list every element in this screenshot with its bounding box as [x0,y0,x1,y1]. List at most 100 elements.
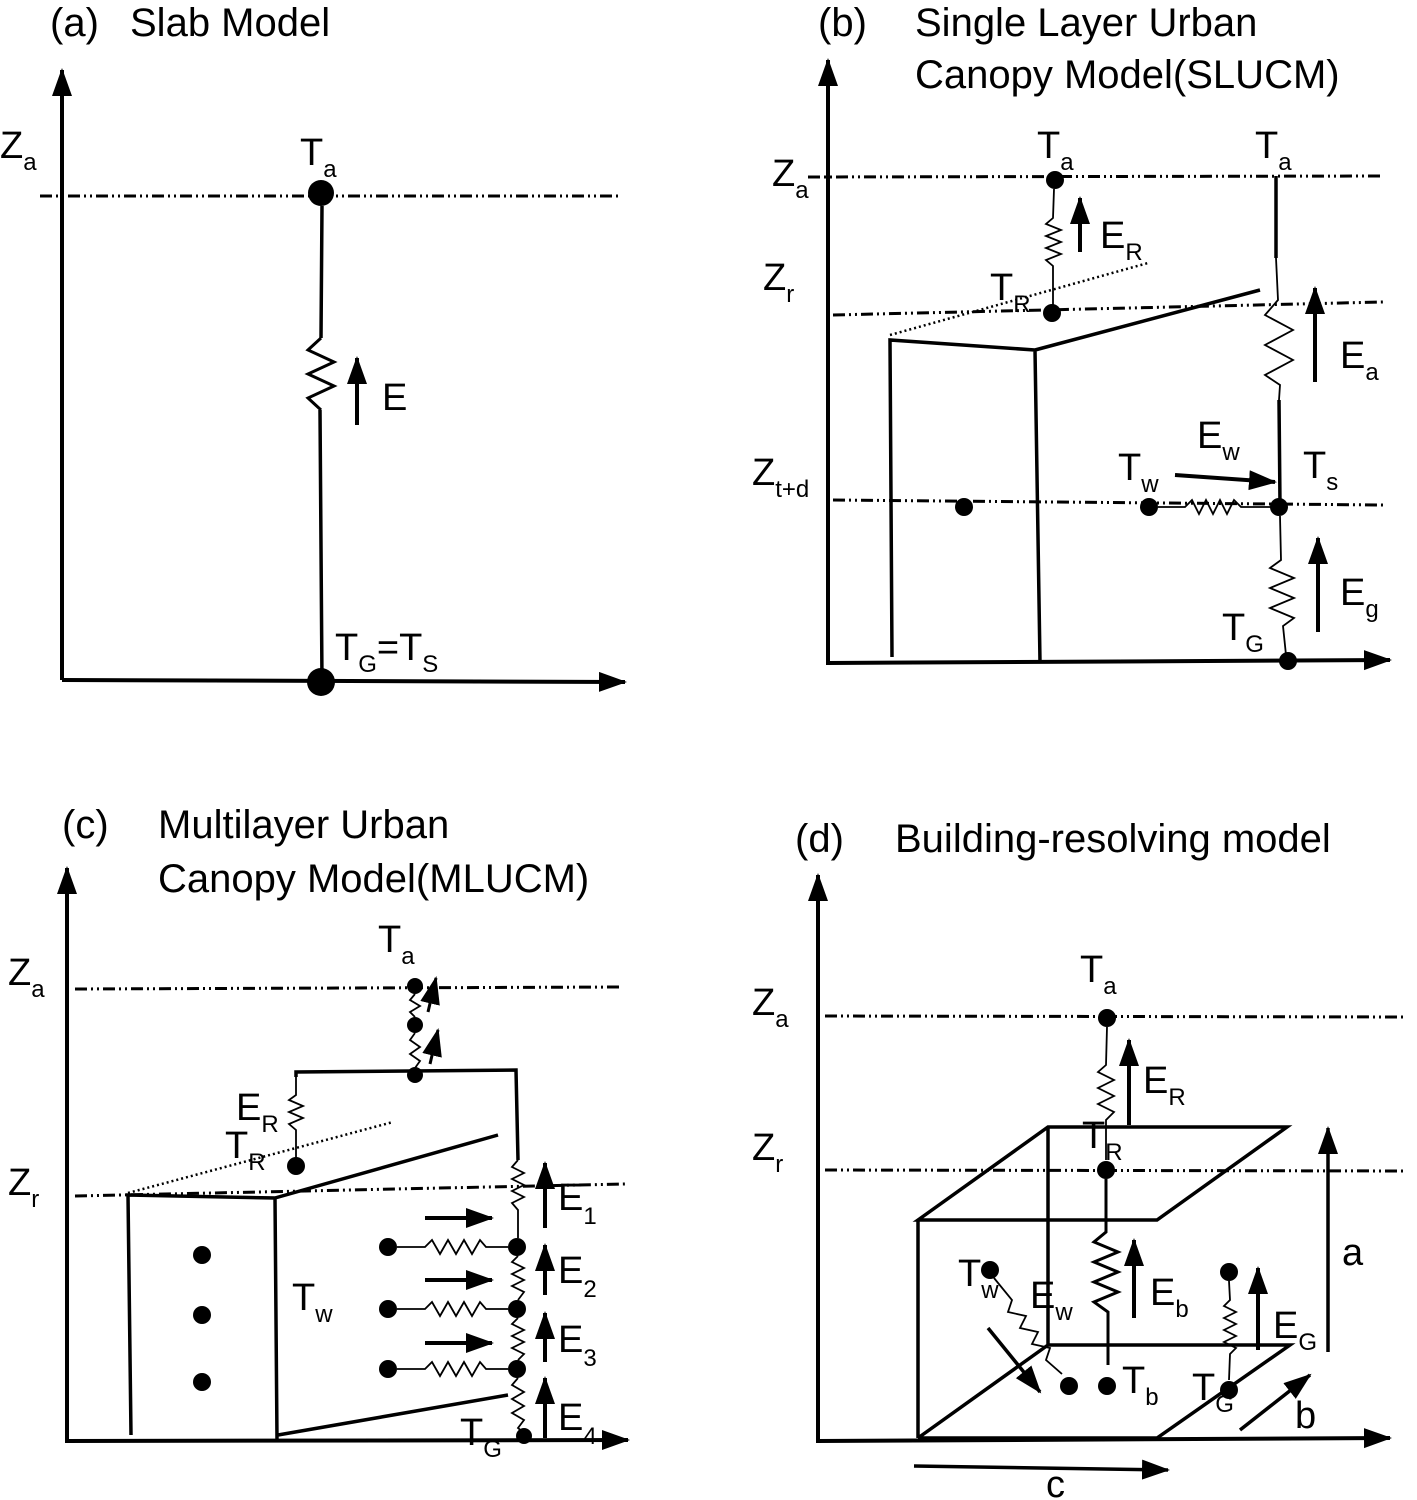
panel-d-tb-label: Tb [1122,1360,1159,1411]
panel-b-eg-label: Eg [1340,572,1379,623]
panel-c-roof-dotted [127,1120,394,1195]
panel-c-level-node-3 [508,1360,526,1378]
panel-b-ta-canyon-label: Ta [1255,125,1292,176]
panel-c-roof-resistor [286,1077,306,1160]
panel-b-letter: (b) [818,1,867,45]
panel-c-er-label: ER [236,1087,279,1138]
panel-b-ta-roof-node [1046,171,1064,189]
panel-d-er-label: ER [1143,1060,1186,1111]
panel-d-depth-arrow [1238,1373,1312,1432]
panel-c-tg-node [516,1428,532,1444]
panel-d-width-arrow [913,1459,1170,1480]
panel-d-za-label: Za [752,982,789,1033]
panel-a-resistor [304,336,338,412]
panel-d-ta-label: Ta [1080,949,1117,1000]
panel-b-building [888,288,1261,663]
panel-c-e1-label: E1 [558,1177,597,1230]
panel-d-building-box [912,1125,1296,1440]
panel-b-ea-label: Ea [1340,335,1379,386]
panel-c-x-axis [66,1430,630,1451]
panel-c-letter: (c) [62,803,109,847]
panel-b-x-axis [827,650,1392,671]
panel-d-tb-node [1098,1377,1116,1395]
panel-c-building [126,1133,509,1441]
panel-c-wall-node-2 [379,1300,397,1318]
panel-d-ew-resistor [993,1277,1063,1375]
panel-c-interior-node-1 [193,1246,211,1264]
panel-d-eg-resistor [1221,1280,1239,1381]
panel-b-eg-resistor [1267,515,1297,656]
panel-d-za-line [824,1014,1408,1019]
panel-a-ta-label: Ta [300,132,337,183]
panel-d-tr-node [1097,1161,1115,1179]
panel-d-zr-line [824,1168,1408,1173]
panel-d-tg-node [1220,1381,1238,1399]
panel-c-e3-label: E3 [558,1319,597,1372]
panel-b-ts-node [1270,498,1288,516]
panel-c-za-line [74,985,623,991]
panel-d-er-resistor [1095,1026,1117,1160]
panel-b-ztd-label: Zt+d [752,452,809,503]
panel-a-tg-label: TG=TS [335,627,438,678]
panel-d-building-resolving: (d) Building-resolving model Za Zr Ta ER… [752,817,1408,1500]
panel-b-ew-arrow [1174,470,1277,491]
panel-b-za-label: Za [772,153,809,204]
panel-c-za-label: Za [8,952,45,1003]
panel-c-top-arrow-2 [422,1028,442,1065]
panel-b-ew-label: Ew [1197,415,1240,466]
panel-c-top-resistor [408,993,422,1069]
panel-c-e2-label: E2 [558,1250,597,1303]
panel-b-er-label: ER [1100,215,1143,266]
panel-d-tw-label: Tw [958,1253,999,1304]
panel-b-building-interior-node [955,498,973,516]
panel-b-ta-roof-label: Ta [1037,125,1074,176]
panel-c-top-arrow-1 [420,976,440,1013]
panel-d-tg-label: TG [1192,1367,1234,1418]
panel-b-title-line1: Single Layer Urban [915,1,1257,45]
panel-b-zr-line [832,300,1384,317]
panel-a-conductor [318,205,324,683]
panel-c-tr-node [287,1157,305,1175]
panel-c-level-node-2 [508,1300,526,1318]
panel-d-letter: (d) [795,817,844,861]
panel-c-canyon-resistors [509,1159,527,1434]
panel-d-tw-node [981,1261,999,1279]
panel-c-tw-label: Tw [292,1277,333,1328]
panel-b-ea-resistor [1263,257,1295,401]
panel-b-ztd-line [832,498,1384,507]
panel-c-connector [294,1068,520,1161]
panel-c-level-node-1 [508,1238,526,1256]
panel-a-letter: (a) [50,1,99,45]
panel-a-e-label: E [382,377,407,419]
panel-c-e4-label: E4 [558,1397,597,1450]
panel-a-slab-model: (a) Slab Model Za Ta E TG=TS [0,1,627,696]
panel-b-tr-label: TR [990,267,1031,318]
panel-c-tg-label: TG [460,1412,502,1463]
panel-d-c-label: c [1046,1464,1065,1500]
panel-c-interior-node-3 [193,1373,211,1391]
panel-d-b-label: b [1295,1395,1316,1437]
panel-a-za-label: Za [0,125,37,176]
panel-a-tg-node [307,668,335,696]
panel-d-eb-label: Eb [1150,1272,1189,1323]
panel-b-slucm: (b) Single Layer Urban Canopy Model(SLUC… [752,1,1392,671]
panel-c-zr-label: Zr [8,1162,39,1213]
panel-d-ew-arrow [986,1326,1042,1394]
panel-b-tr-node [1043,304,1061,322]
panel-a-title: Slab Model [130,1,330,45]
panel-c-title-line2: Canopy Model(MLUCM) [158,857,589,901]
panel-b-roof-resistor [1043,188,1064,305]
panel-c-wall-resistors [397,1238,508,1378]
panel-c-ta-node [407,978,423,994]
panel-c-interior-node-2 [193,1306,211,1324]
panel-b-tg-label: TG [1222,607,1264,658]
panel-d-zr-label: Zr [752,1127,783,1178]
panel-a-x-axis [61,671,627,692]
panel-b-za-line [807,174,1383,179]
panel-d-title: Building-resolving model [895,817,1331,861]
panel-d-tr-label: TR [1082,1115,1123,1166]
panel-b-title-line2: Canopy Model(SLUCM) [915,53,1340,97]
panel-c-ta-label: Ta [378,919,415,970]
panel-b-ts-label: Ts [1303,445,1338,496]
